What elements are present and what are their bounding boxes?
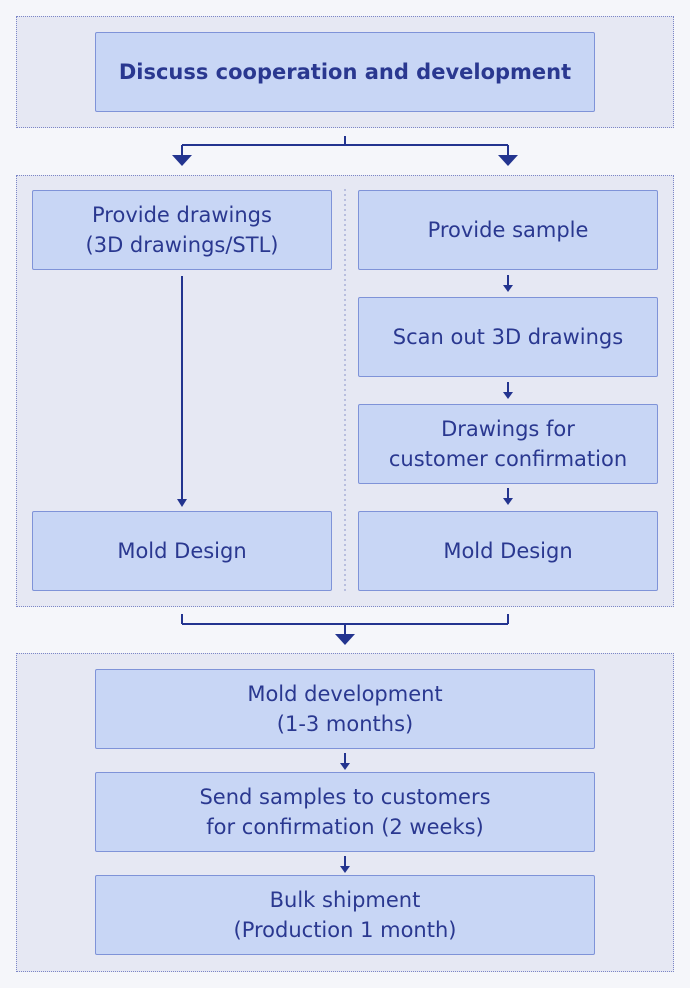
bulk-shipment-box: Bulk shipment (Production 1 month) xyxy=(95,875,595,955)
send-samples-box: Send samples to customers for confirmati… xyxy=(95,772,595,852)
scan-3d-box: Scan out 3D drawings xyxy=(358,297,658,377)
mold-development-box: Mold development (1-3 months) xyxy=(95,669,595,749)
provide-drawings-line2: (3D drawings/STL) xyxy=(85,233,279,257)
left-mold-design-label: Mold Design xyxy=(117,539,247,563)
right-mold-design-box: Mold Design xyxy=(358,511,658,591)
provide-drawings-box: Provide drawings (3D drawings/STL) xyxy=(32,190,332,270)
bulk-shipment-line2: (Production 1 month) xyxy=(233,918,457,942)
send-samples-line2: for confirmation (2 weeks) xyxy=(206,815,484,839)
customer-confirmation-box: Drawings for customer confirmation xyxy=(358,404,658,484)
scan-3d-label: Scan out 3D drawings xyxy=(392,325,624,349)
customer-confirmation-line1: Drawings for xyxy=(441,417,575,441)
mold-development-line2: (1-3 months) xyxy=(276,712,414,736)
left-mold-design-box: Mold Design xyxy=(32,511,332,591)
provide-sample-label: Provide sample xyxy=(427,218,589,242)
bulk-shipment-line1: Bulk shipment xyxy=(269,888,421,912)
send-samples-line1: Send samples to customers xyxy=(199,785,491,809)
provide-drawings-line1: Provide drawings xyxy=(92,203,272,227)
provide-sample-box: Provide sample xyxy=(358,190,658,270)
discuss-cooperation-label: Discuss cooperation and development xyxy=(118,60,572,84)
mold-development-line1: Mold development xyxy=(247,682,443,706)
right-mold-design-label: Mold Design xyxy=(443,539,573,563)
customer-confirmation-line2: customer confirmation xyxy=(388,447,628,471)
discuss-cooperation-box: Discuss cooperation and development xyxy=(95,32,595,112)
